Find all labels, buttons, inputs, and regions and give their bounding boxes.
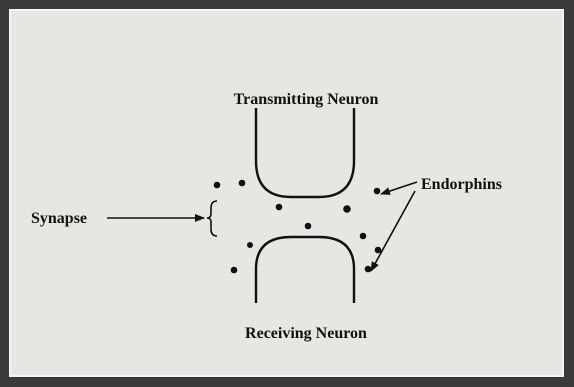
endorphin-dot xyxy=(305,223,312,230)
endorphin-dot xyxy=(374,188,381,195)
diagram-panel: Transmitting Neuron Receiving Neuron Syn… xyxy=(9,9,564,377)
endorphin-dot xyxy=(375,247,382,254)
endorphin-dot xyxy=(239,180,246,187)
receiving-neuron-shape xyxy=(256,237,354,303)
endorphin-arrow-upper xyxy=(381,182,417,194)
endorphin-dot xyxy=(365,266,372,273)
transmitting-neuron-label: Transmitting Neuron xyxy=(234,91,379,108)
endorphin-dot xyxy=(231,267,238,274)
synapse-brace xyxy=(207,201,217,236)
endorphin-particles xyxy=(214,180,382,274)
endorphin-dot xyxy=(214,182,221,189)
endorphin-dot xyxy=(276,204,283,211)
endorphin-arrow-lower xyxy=(371,191,415,271)
endorphin-dot xyxy=(343,205,351,213)
receiving-neuron-label: Receiving Neuron xyxy=(245,325,367,342)
endorphin-dot xyxy=(247,242,253,248)
synapse-diagram: Transmitting Neuron Receiving Neuron Syn… xyxy=(11,11,564,377)
synapse-label: Synapse xyxy=(31,210,87,227)
endorphin-dot xyxy=(360,233,367,240)
endorphins-label: Endorphins xyxy=(421,176,502,193)
transmitting-neuron-shape xyxy=(256,108,354,197)
